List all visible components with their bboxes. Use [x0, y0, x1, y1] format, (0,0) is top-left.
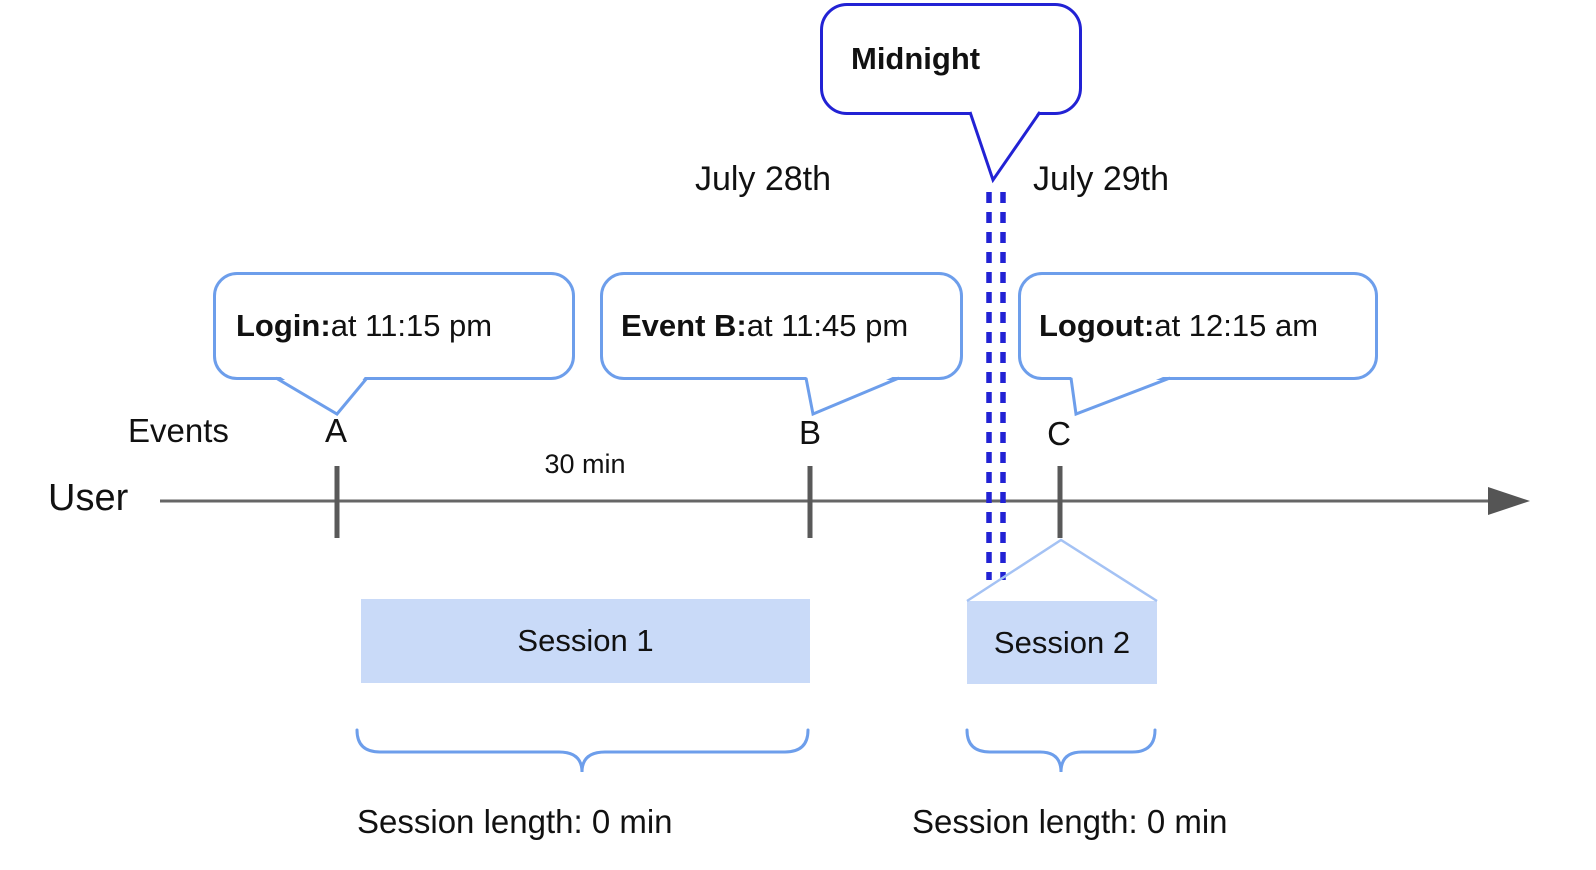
login-callout-tail: [276, 374, 367, 414]
events-axis-label: Events: [128, 412, 229, 449]
session-2-label: Session 2: [993, 624, 1131, 660]
session-1-length-caption: Session length: 0 min: [357, 803, 673, 840]
login-callout-tail-outline: [275, 376, 369, 416]
logout-callout-title: Logout:: [1039, 308, 1155, 343]
logout-callout: Logout: at 12:15 am: [1018, 272, 1378, 380]
event-marker-c: C: [1047, 415, 1071, 452]
event-b-callout-title: Event B:: [621, 308, 747, 343]
event-b-callout-time: at 11:45 pm: [746, 308, 909, 343]
logout-callout-tail-outline: [1069, 376, 1171, 417]
midnight-callout: Midnight: [820, 3, 1082, 115]
session-2-projection-lines: [966, 538, 1158, 603]
user-axis-label: User: [48, 477, 129, 519]
timeline-arrowhead-icon: [1488, 487, 1530, 515]
session-1-label: Session 1: [517, 623, 654, 658]
event-b-callout: Event B: at 11:45 pm: [600, 272, 963, 380]
session-2-box: Session 2: [967, 601, 1157, 684]
login-callout-title: Login:: [236, 308, 331, 343]
event-b-callout-tail: [806, 374, 899, 414]
logout-callout-tail: [1071, 374, 1170, 414]
session-1-brace: [355, 728, 810, 773]
login-callout: Login: at 11:15 pm: [213, 272, 575, 380]
session-2-brace: [965, 728, 1157, 773]
login-callout-time: at 11:15 pm: [330, 308, 493, 343]
event-b-callout-tail-outline: [804, 376, 900, 417]
logout-callout-time: at 12:15 am: [1154, 308, 1319, 343]
event-marker-a: A: [324, 412, 347, 449]
event-marker-b: B: [798, 414, 821, 451]
session-2-length-caption: Session length: 0 min: [912, 803, 1228, 840]
date-label-july-28: July 28th: [694, 160, 832, 198]
date-label-july-29: July 29th: [1032, 160, 1170, 198]
midnight-callout-label: Midnight: [851, 41, 981, 76]
session-1-box: Session 1: [361, 599, 810, 683]
interval-label-30min: 30 min: [544, 449, 626, 479]
